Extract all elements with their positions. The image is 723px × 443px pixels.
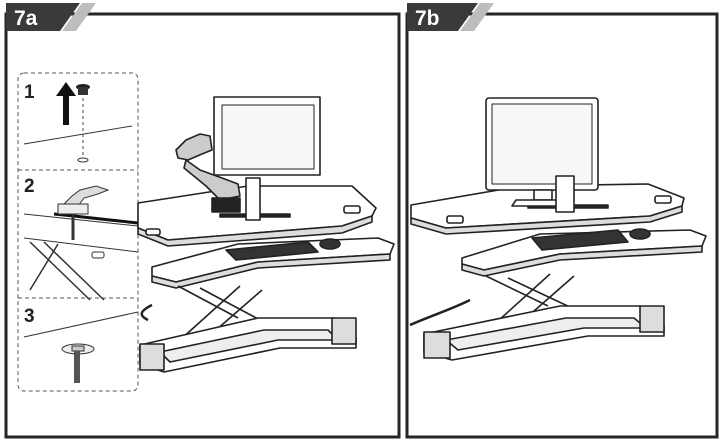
panel-7a-tab (6, 3, 80, 31)
x-frame-legs (485, 273, 575, 333)
keyboard-icon (531, 229, 629, 251)
monitor-arm-lower (183, 159, 241, 201)
panel-7b-tab (407, 3, 478, 31)
keyboard-tray-edge (151, 253, 391, 289)
monitor-post (555, 175, 575, 213)
base-foot (423, 331, 451, 359)
step-2: 2 (23, 176, 139, 301)
desk-converter-7a (137, 185, 395, 373)
panel-7b: 7b (405, 3, 719, 439)
monitor-screen (221, 104, 315, 170)
cable-clip-icon (91, 251, 105, 259)
desk-bottom-line (23, 237, 139, 253)
panel-7b-tab-stripe (460, 3, 494, 31)
power-cable (140, 303, 153, 322)
monitor-screen (491, 103, 593, 185)
plate-boss (71, 345, 85, 352)
base-foot (639, 305, 665, 333)
step-1: 1 (23, 82, 133, 163)
grommet-cap-body (78, 87, 88, 95)
base-foot (139, 343, 165, 371)
steps-inset: 1 2 3 (17, 72, 139, 392)
grommet-hole-icon (145, 228, 161, 236)
step-2-number: 2 (24, 176, 35, 197)
up-arrow-icon (56, 82, 76, 96)
monitor-7a (175, 96, 321, 221)
panel-7a-frame (4, 12, 401, 439)
panel-7b-frame (405, 12, 719, 439)
grommet-hole-icon (77, 157, 89, 163)
panel-7a-tab-stripe (62, 3, 96, 31)
monitor-post (245, 177, 261, 221)
desk-converter-7b (409, 183, 707, 361)
step-3: 3 (23, 306, 139, 383)
panel-7a: 7a 1 2 (4, 3, 401, 439)
clamp-base-icon (57, 203, 89, 215)
monitor-neck (533, 189, 553, 201)
monitor-arm-upper (175, 133, 213, 161)
desk-underside-line (23, 311, 139, 338)
x-frame-legs (177, 285, 263, 345)
panel-7a-label: 7a (14, 7, 38, 30)
step-1-number: 1 (24, 82, 35, 103)
grommet-hole-icon (343, 205, 361, 214)
desk-edge-line (23, 125, 133, 145)
base-foot (331, 317, 357, 345)
monitor-7b (485, 97, 599, 213)
panel-7b-label: 7b (415, 7, 440, 30)
power-cable (409, 298, 471, 327)
step-3-number: 3 (24, 306, 35, 327)
desk-frame-legs (29, 241, 105, 301)
grommet-hole-icon (654, 195, 672, 204)
keyboard-tray-edge (461, 245, 703, 277)
bolt-icon (74, 351, 80, 383)
grommet-hole-icon (446, 215, 464, 224)
mouse-icon (319, 238, 341, 250)
desk-top-line (23, 213, 139, 227)
up-arrow-shaft (63, 93, 69, 125)
mouse-icon (629, 228, 651, 240)
desk-top-edge (410, 205, 683, 235)
keyboard-icon (225, 241, 319, 261)
desk-top-edge (137, 215, 373, 247)
monitor-arm-clamp-icon (60, 185, 110, 207)
desk-edge-dark (53, 212, 139, 225)
arm-clamp-icon (211, 197, 241, 213)
steps-inset-border (17, 72, 139, 392)
